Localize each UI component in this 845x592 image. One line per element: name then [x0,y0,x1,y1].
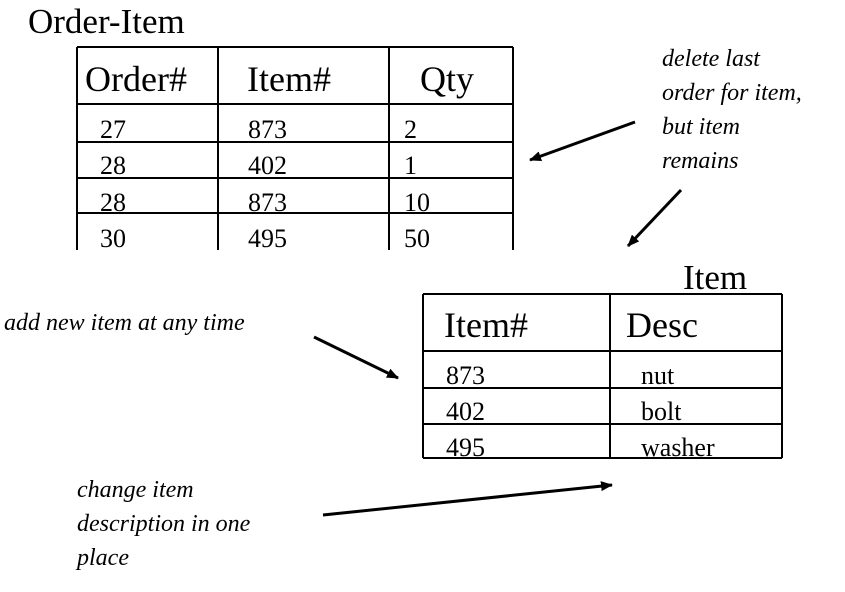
delete-annotation-line: but item [662,114,740,140]
arrow-delete-to-item [626,188,683,248]
item-cell: washer [641,433,715,462]
order-item-cell: 27 [100,115,126,144]
order-item-cell: 50 [404,224,430,253]
delete-annotation-line: order for item, [662,80,802,106]
item-cell: 873 [446,361,485,390]
order-item-cell: 402 [248,151,287,180]
item-cell: nut [641,361,675,390]
order-item-cell: 10 [404,188,430,217]
order-item-cell: 1 [404,151,417,180]
order-item-cell: 28 [100,151,126,180]
arrow-delete-to-order-item [529,120,636,162]
arrow-add-to-item [313,335,399,380]
change-annotation: change item description in one place [77,473,250,575]
change-annotation-line: change item [77,477,194,503]
change-annotation-line: place [77,545,129,571]
order-item-cell: 28 [100,188,126,217]
order-item-cell: 495 [248,224,287,253]
item-cell: 402 [446,397,485,426]
order-item-header-item: Item# [247,59,331,99]
order-item-header-order: Order# [85,59,187,99]
item-cell: bolt [641,397,682,426]
delete-annotation-line: remains [662,148,739,174]
order-item-cell: 873 [248,188,287,217]
change-annotation-line: description in one [77,511,251,537]
order-item-header-qty: Qty [420,59,474,99]
item-header-item: Item# [444,305,528,345]
delete-annotation-line: delete last [662,46,760,72]
item-grid [422,293,783,459]
order-item-cell: 30 [100,224,126,253]
order-item-title: Order-Item [28,2,185,41]
order-item-cell: 2 [404,115,417,144]
order-item-cell: 873 [248,115,287,144]
item-cell: 495 [446,433,485,462]
add-annotation: add new item at any time [4,310,245,336]
delete-annotation: delete last order for item, but item rem… [662,42,802,178]
item-title: Item [683,258,748,297]
order-item-grid [76,46,514,250]
item-header-desc: Desc [626,305,698,345]
arrow-change-to-item [322,481,613,517]
